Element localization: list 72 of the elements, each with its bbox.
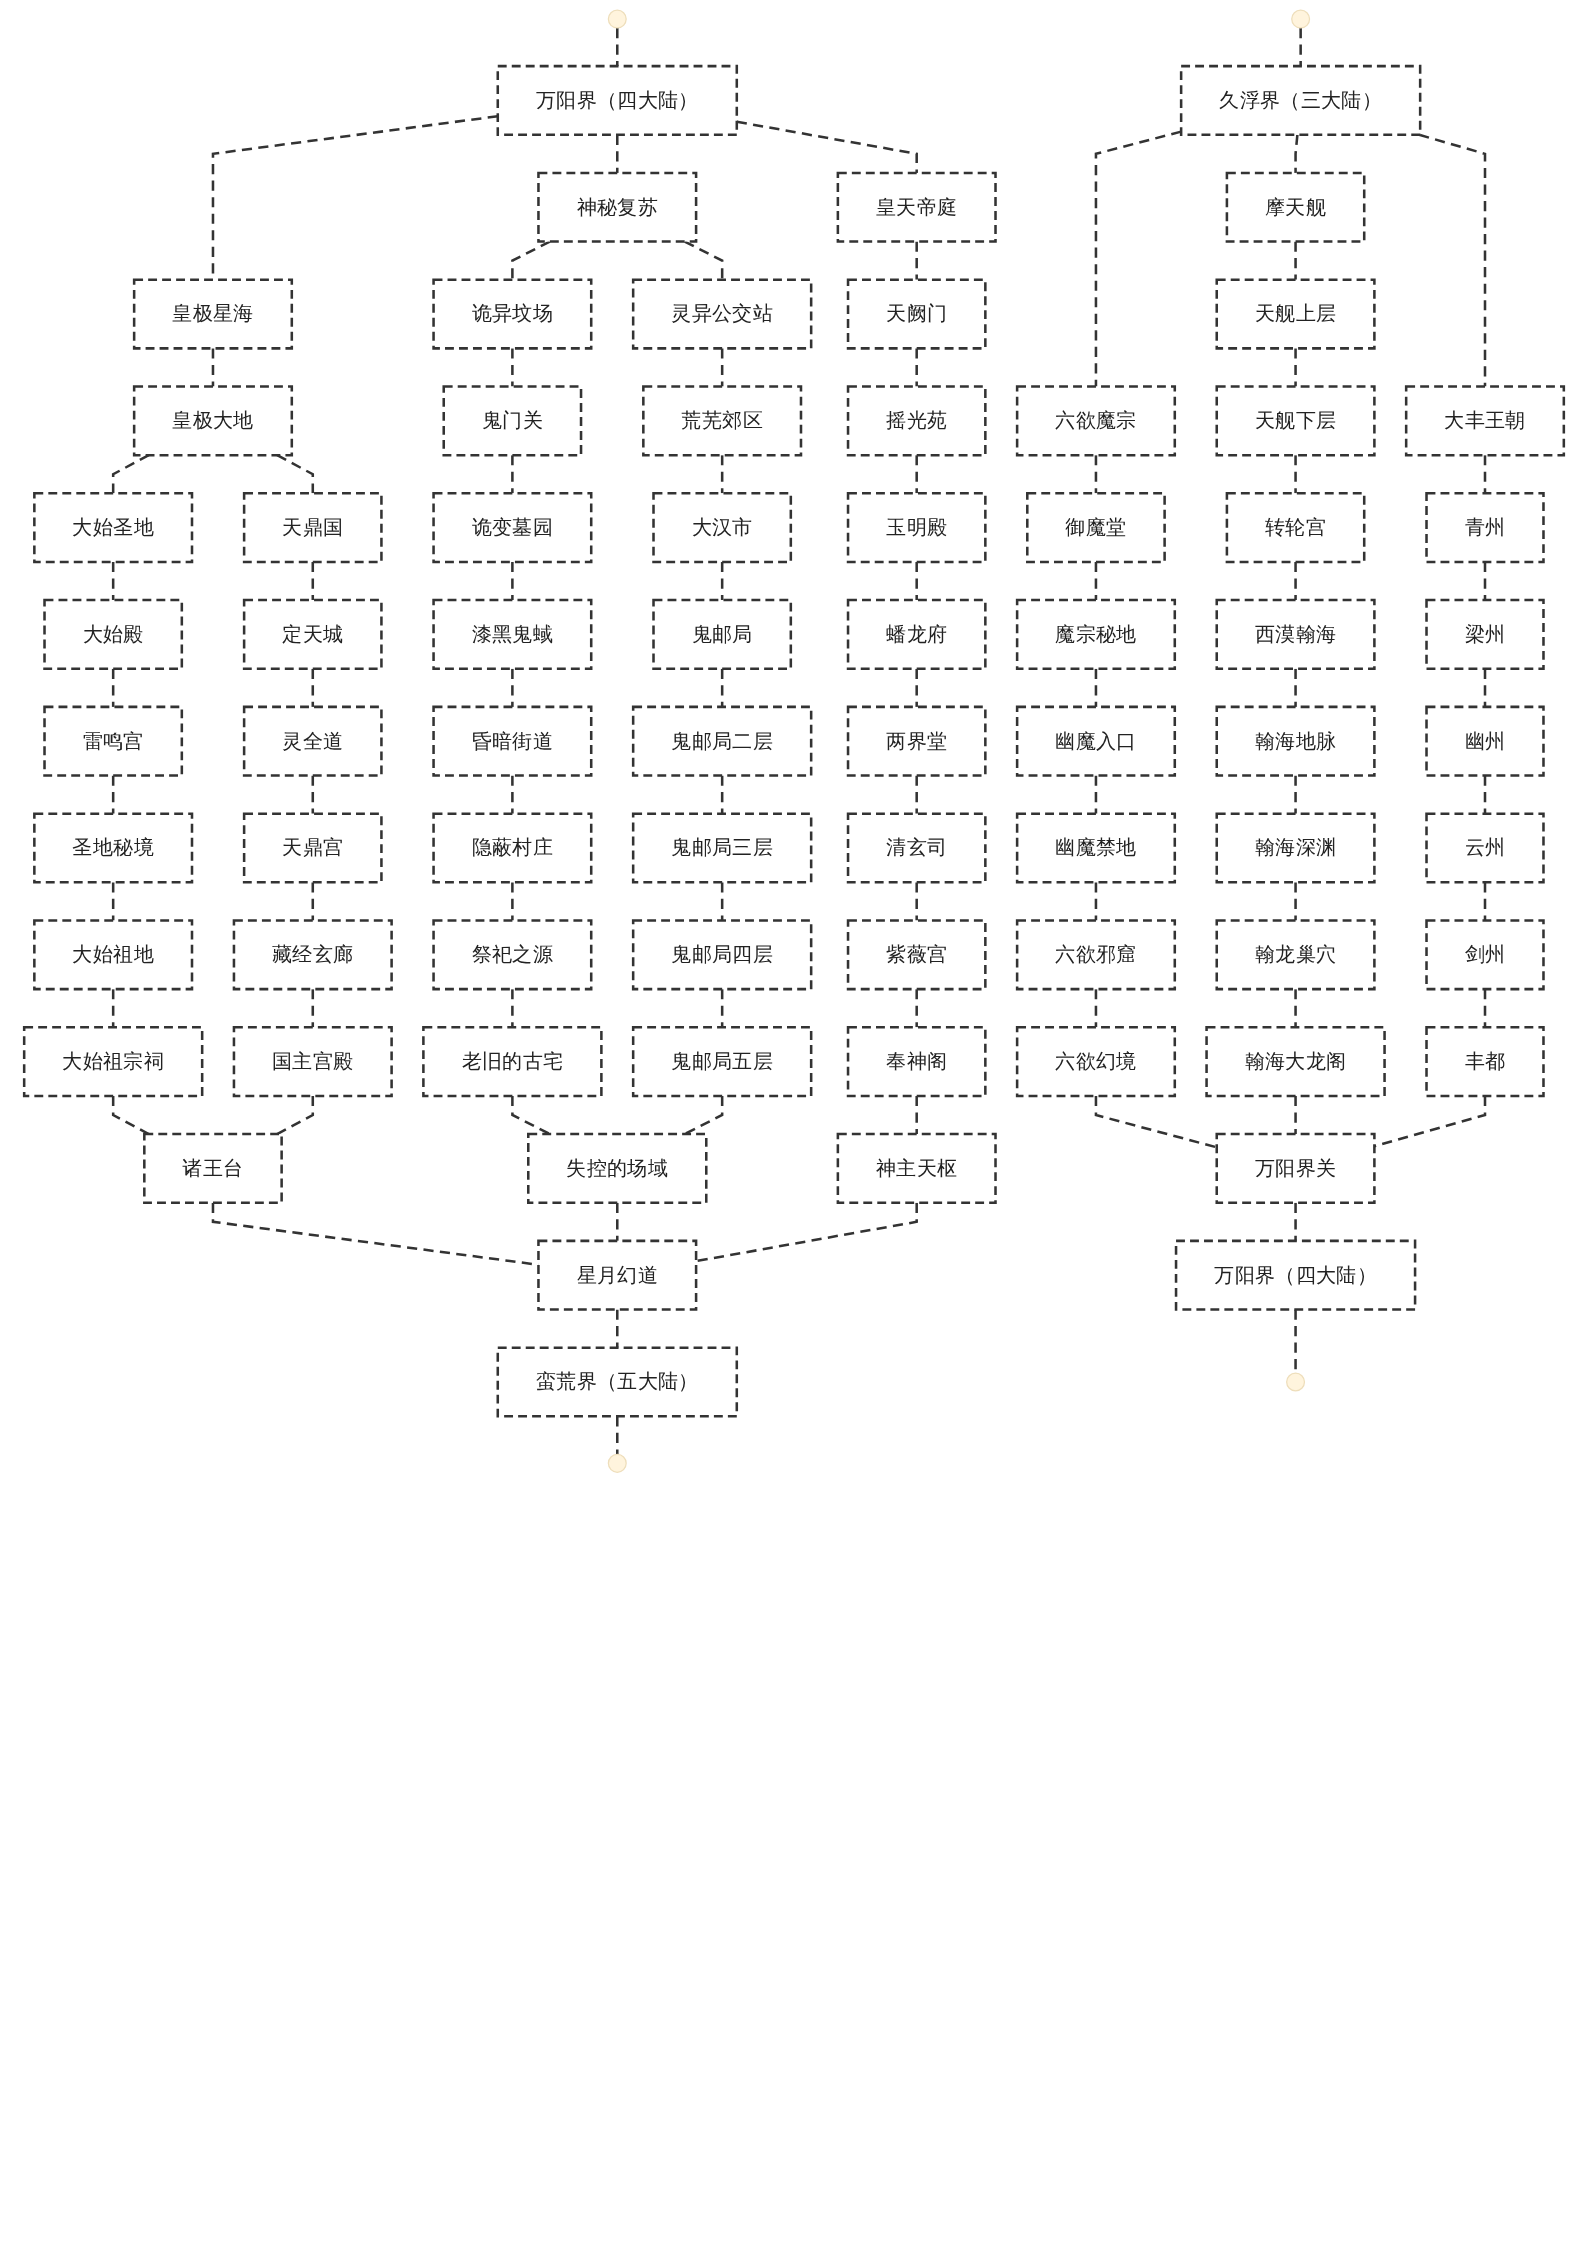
place-box: 鬼门关 [441, 385, 582, 457]
place-box: 幽魔入口 [1015, 705, 1176, 777]
place-box: 大丰王朝 [1404, 385, 1565, 457]
place-box: 定天城 [242, 598, 383, 670]
place-box: 神主天枢 [836, 1132, 997, 1204]
place-box: 雷鸣宫 [42, 705, 183, 777]
place-box: 摩天舰 [1225, 171, 1365, 243]
place-box: 国主宫殿 [232, 1026, 393, 1098]
place-box: 圣地秘境 [32, 812, 193, 884]
place-box: 玉明殿 [846, 492, 987, 564]
place-box: 天鼎国 [242, 492, 383, 564]
place-box: 蟠龙府 [846, 598, 987, 670]
place-box: 六欲魔宗 [1015, 385, 1176, 457]
place-box: 灵全道 [242, 705, 383, 777]
place-box: 青州 [1424, 492, 1545, 564]
place-box: 漆黑鬼蜮 [431, 598, 592, 670]
place-box: 大汉市 [651, 492, 792, 564]
place-box: 翰海深渊 [1214, 812, 1376, 884]
place-box: 剑州 [1424, 919, 1545, 991]
place-box: 摇光苑 [846, 385, 987, 457]
place-box: 久浮界（三大陆） [1179, 64, 1421, 137]
place-box: 皇极大地 [132, 385, 293, 457]
place-box: 万阳界关 [1214, 1132, 1376, 1204]
place-box: 两界堂 [846, 705, 987, 777]
place-box: 转轮宫 [1225, 492, 1365, 564]
place-box: 藏经玄廊 [232, 919, 393, 991]
place-box: 皇极星海 [132, 278, 293, 350]
place-box: 荒芜郊区 [641, 385, 802, 457]
place-box: 天舰上层 [1214, 278, 1376, 350]
place-box: 西漠翰海 [1214, 598, 1376, 670]
place-box: 云州 [1424, 812, 1545, 884]
place-box: 失控的场域 [526, 1132, 708, 1204]
place-box: 鬼邮局四层 [631, 919, 812, 991]
place-box: 鬼邮局 [651, 598, 792, 670]
place-box: 天舰下层 [1214, 385, 1376, 457]
place-box: 万阳界（四大陆） [1174, 1239, 1416, 1311]
place-box: 鬼邮局三层 [631, 812, 812, 884]
place-box: 诸王台 [142, 1132, 283, 1204]
place-box: 皇天帝庭 [836, 171, 997, 243]
place-box: 灵异公交站 [631, 278, 812, 350]
place-box: 六欲邪窟 [1015, 919, 1176, 991]
place-box: 老旧的古宅 [421, 1026, 603, 1098]
place-box: 祭祀之源 [431, 919, 592, 991]
place-box: 御魔堂 [1025, 492, 1166, 564]
place-box: 大始祖宗祠 [22, 1026, 203, 1098]
place-box: 清玄司 [846, 812, 987, 884]
place-box: 翰龙巢穴 [1214, 919, 1376, 991]
place-box: 翰海大龙阁 [1204, 1026, 1386, 1098]
place-box: 星月幻道 [536, 1239, 697, 1311]
place-box: 魔宗秘地 [1015, 598, 1176, 670]
place-box: 万阳界（四大陆） [496, 64, 738, 137]
place-box: 大始圣地 [32, 492, 193, 564]
place-box: 梁州 [1424, 598, 1545, 670]
place-box: 六欲幻境 [1015, 1026, 1176, 1098]
place-box: 翰海地脉 [1214, 705, 1376, 777]
place-box: 幽魔禁地 [1015, 812, 1176, 884]
place-box: 隐蔽村庄 [431, 812, 592, 884]
place-box: 天阙门 [846, 278, 987, 350]
place-box: 紫薇宫 [846, 919, 987, 991]
place-box: 幽州 [1424, 705, 1545, 777]
place-box: 鬼邮局二层 [631, 705, 812, 777]
place-box: 神秘复苏 [536, 171, 697, 243]
place-box: 昏暗街道 [431, 705, 592, 777]
place-box: 诡变墓园 [431, 492, 592, 564]
place-box: 诡异坟场 [431, 278, 592, 350]
place-box: 鬼邮局五层 [631, 1026, 812, 1098]
place-box: 大始殿 [42, 598, 183, 670]
place-box: 奉神阁 [846, 1026, 987, 1098]
place-box: 蛮荒界（五大陆） [496, 1346, 738, 1418]
place-box: 丰都 [1424, 1026, 1545, 1098]
place-box: 大始祖地 [32, 919, 193, 991]
place-box: 天鼎宫 [242, 812, 383, 884]
